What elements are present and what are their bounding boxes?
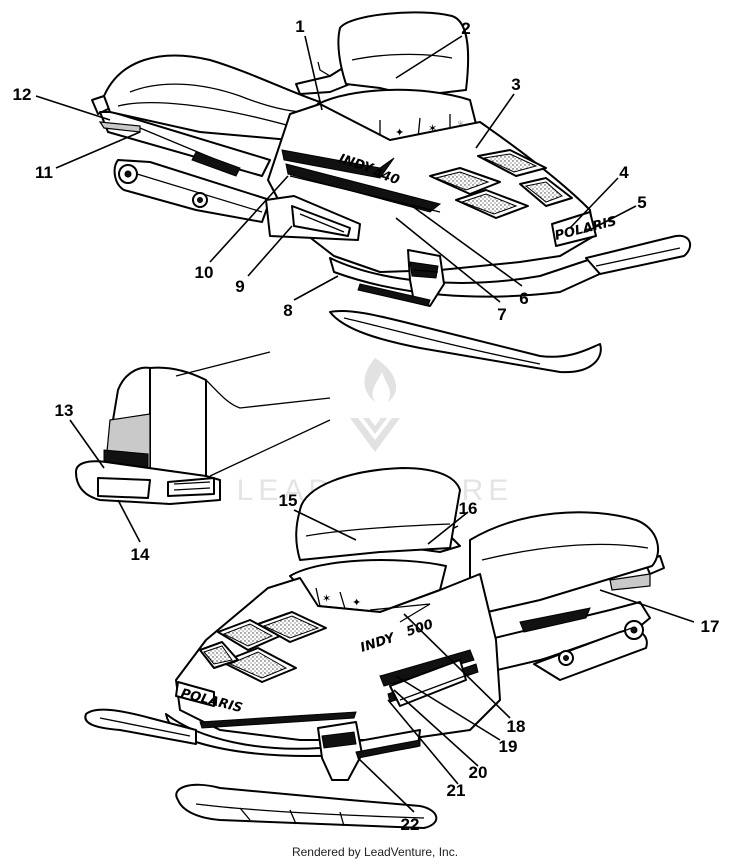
leader-lines	[35, 35, 695, 813]
callout-18: 18	[507, 717, 526, 736]
dash-symbol-icon: ✦	[395, 127, 404, 139]
callout-20: 20	[469, 763, 488, 782]
callout-16: 16	[459, 499, 478, 518]
rear-detail-illustration	[75, 351, 331, 505]
callout-labels: 1 2 3 4 5 6 7 8 9 10 11 12 13 14 15 16 1…	[13, 17, 720, 834]
dash-symbol-icon: ✶	[322, 593, 331, 605]
callout-2: 2	[461, 19, 470, 38]
top-snowmobile-illustration: ✦ ✶ ♨ INDY 440 POLARIS	[91, 11, 692, 374]
callout-4: 4	[619, 163, 629, 182]
callout-11: 11	[35, 163, 53, 182]
callout-15: 15	[279, 491, 298, 510]
dash-symbol-icon: ✦	[352, 597, 361, 609]
callout-1: 1	[295, 17, 304, 36]
callout-17: 17	[701, 617, 720, 636]
callout-10: 10	[195, 263, 214, 282]
callout-13: 13	[55, 401, 74, 420]
callout-7: 7	[497, 305, 506, 324]
callout-3: 3	[511, 75, 520, 94]
callout-5: 5	[637, 193, 646, 212]
callout-6: 6	[519, 289, 528, 308]
callout-22: 22	[401, 815, 420, 834]
callout-14: 14	[131, 545, 150, 564]
callout-12: 12	[13, 85, 32, 104]
bottom-snowmobile-illustration: ♨ ✶ ✦ INDY 500 POLARIS	[84, 467, 665, 829]
watermark-logo-icon	[350, 358, 400, 452]
footer-credit: Rendered by LeadVenture, Inc.	[291, 845, 459, 859]
dash-symbol-icon: ✶	[428, 123, 437, 135]
callout-21: 21	[447, 781, 466, 800]
callout-8: 8	[283, 301, 292, 320]
callout-9: 9	[235, 277, 244, 296]
callout-19: 19	[499, 737, 518, 756]
